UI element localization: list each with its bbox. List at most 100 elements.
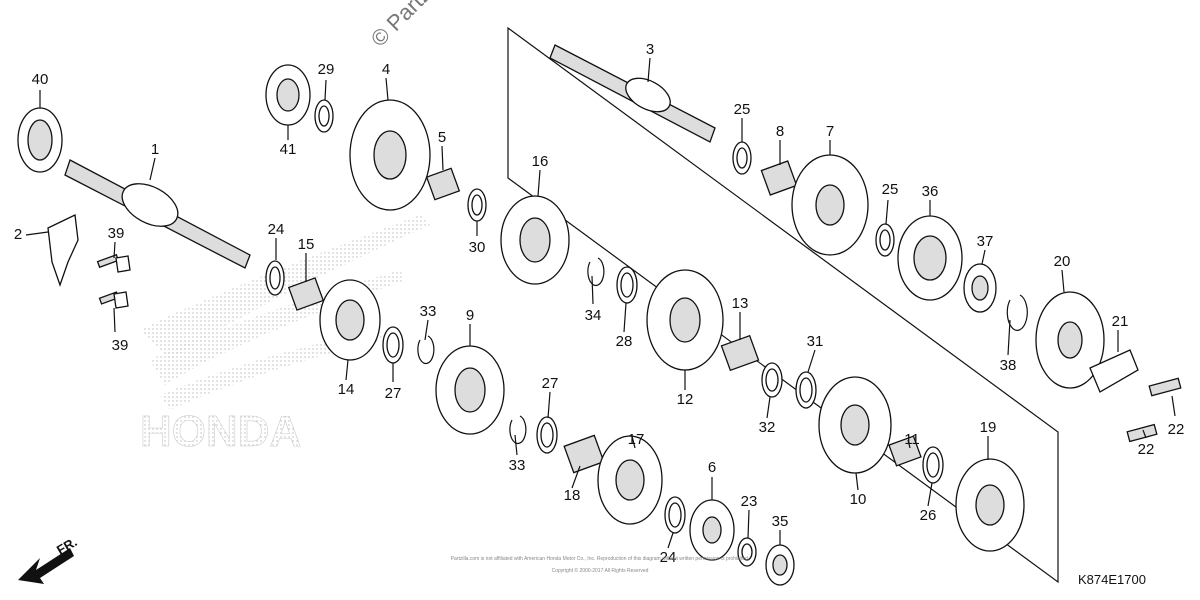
bushing-5	[425, 167, 461, 201]
callout-26: 26	[920, 507, 937, 524]
washer-25-b	[875, 223, 895, 257]
gear-16	[500, 195, 570, 285]
callout-41: 41	[280, 141, 297, 158]
circlip-38	[1006, 294, 1028, 331]
callout-35: 35	[772, 513, 789, 530]
bushing-15	[287, 277, 325, 311]
callout-31: 31	[807, 333, 824, 350]
washer-32	[761, 362, 783, 398]
callout-22: 22	[1168, 421, 1185, 438]
sprocket-20	[1035, 291, 1105, 389]
bolt-22-a	[1148, 377, 1182, 397]
callout-4: 4	[382, 61, 390, 78]
callout-25: 25	[734, 101, 751, 118]
plate-21	[1089, 349, 1139, 393]
callout-8: 8	[776, 123, 784, 140]
diagram-code: K874E1700	[1078, 572, 1146, 587]
callout-36: 36	[922, 183, 939, 200]
bushing-13	[720, 334, 760, 372]
callout-20: 20	[1054, 253, 1071, 270]
washer-30	[467, 188, 487, 222]
circlip-33-a	[417, 335, 435, 365]
callout-24: 24	[268, 221, 285, 238]
callout-6: 6	[708, 459, 716, 476]
callout-38: 38	[1000, 357, 1017, 374]
callout-11: 11	[904, 431, 920, 448]
washer-31	[795, 371, 817, 409]
circlip-33-b	[509, 415, 527, 445]
callout-39: 39	[112, 337, 129, 354]
gear-14	[319, 279, 381, 361]
callout-39: 39	[108, 225, 125, 242]
callout-24: 24	[660, 549, 677, 566]
callout-3: 3	[646, 41, 654, 58]
callout-23: 23	[741, 493, 758, 510]
callout-33: 33	[509, 457, 526, 474]
footer-line-2: Copyright © 2000-2017 All Rights Reserve…	[552, 567, 649, 574]
washer-28	[616, 266, 638, 304]
front-arrow-icon: FR.	[18, 534, 80, 584]
washer-26	[922, 446, 944, 484]
callout-40: 40	[32, 71, 49, 88]
callout-16: 16	[532, 153, 549, 170]
callout-10: 10	[850, 491, 867, 508]
callout-7: 7	[826, 123, 834, 140]
washer-27-b	[536, 416, 558, 454]
callout-25: 25	[882, 181, 899, 198]
washer-27-a	[382, 326, 404, 364]
callout-32: 32	[759, 419, 776, 436]
callout-30: 30	[469, 239, 486, 256]
washer-23	[737, 537, 757, 567]
callout-12: 12	[677, 391, 694, 408]
callout-28: 28	[616, 333, 633, 350]
bushing-8	[760, 160, 798, 196]
honda-wing-logo: HONDA	[140, 215, 430, 456]
washer-29	[314, 99, 334, 133]
callout-27: 27	[385, 385, 402, 402]
gear-9	[435, 345, 505, 435]
callout-15: 15	[298, 236, 315, 253]
callout-34: 34	[585, 307, 602, 324]
circlip-34	[587, 257, 605, 287]
callout-27: 27	[542, 375, 559, 392]
countershaft-group-outline	[507, 26, 1059, 584]
setting-plate-2	[47, 214, 79, 287]
callout-2: 2	[14, 226, 22, 243]
bolt-39-a	[96, 253, 131, 273]
gear-4	[349, 99, 431, 211]
callout-14: 14	[338, 381, 355, 398]
callout-17: 17	[628, 431, 645, 448]
callout-18: 18	[564, 487, 581, 504]
callout-5: 5	[438, 129, 446, 146]
callout-29: 29	[318, 61, 335, 78]
leader-lines	[25, 57, 1176, 549]
gear-7	[791, 154, 869, 256]
callout-33: 33	[420, 303, 437, 320]
callout-19: 19	[980, 419, 997, 436]
callout-37: 37	[977, 233, 994, 250]
bearing-40	[17, 107, 63, 173]
gear-6	[689, 499, 735, 561]
callout-22: 22	[1138, 441, 1155, 458]
washer-24-a	[265, 260, 285, 296]
honda-brand-text: HONDA	[140, 407, 301, 456]
callout-13: 13	[732, 295, 749, 312]
countershaft-3	[549, 44, 716, 143]
watermark-text: © Partzilla	[366, 0, 455, 52]
gear-10	[818, 376, 892, 474]
bushing-11	[888, 435, 922, 467]
footer-line-1: Partzilla.com is not affiliated with Ame…	[451, 556, 750, 562]
bolt-39-b	[98, 291, 129, 309]
washer-24-b	[664, 496, 686, 534]
bearing-36	[897, 215, 963, 301]
bushing-18	[563, 434, 605, 474]
gear-19	[955, 458, 1025, 552]
callout-9: 9	[466, 307, 474, 324]
callout-numbers: 1234567891011121314151617181920212222232…	[14, 41, 1185, 566]
bearing-35	[765, 544, 795, 586]
seal-37	[963, 263, 997, 313]
bearing-41	[265, 64, 311, 126]
gear-17	[597, 435, 663, 525]
